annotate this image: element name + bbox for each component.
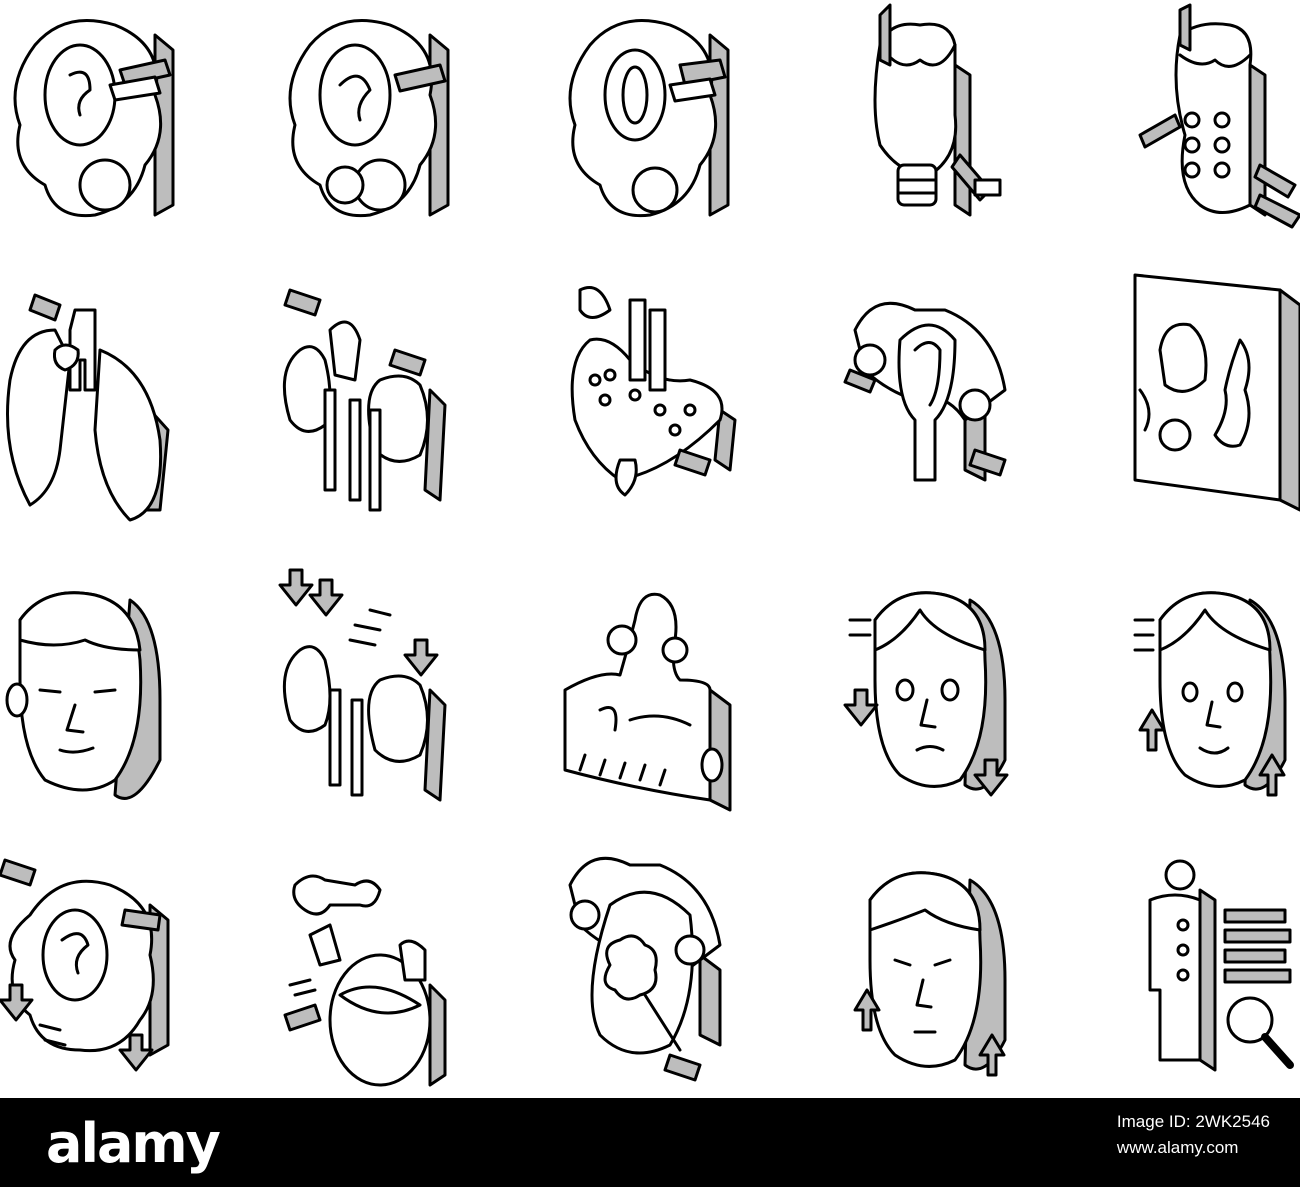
uterus-tumor-icon xyxy=(560,845,740,1085)
brain-hormone-decrease-icon xyxy=(0,845,180,1085)
image-info: Image ID: 2WK2546 www.alamy.com xyxy=(1117,1112,1270,1158)
female-face-up-icon xyxy=(1125,580,1300,820)
body-scan-search-icon xyxy=(1125,850,1300,1090)
pituitary-brain-alt-icon xyxy=(280,5,460,245)
lungs-icon xyxy=(0,290,180,530)
thyroid-icon xyxy=(860,3,1040,245)
alamy-logo: alamy xyxy=(46,1112,221,1175)
male-face-icon xyxy=(5,580,185,820)
pituitary-brain-icon xyxy=(5,5,185,245)
icon-grid xyxy=(0,3,1300,1100)
bones-icon xyxy=(280,865,460,1105)
pancreas-icon xyxy=(560,280,740,520)
site-url: www.alamy.com xyxy=(1116,1138,1239,1157)
uterus-ovaries-icon xyxy=(843,290,1025,530)
pelvic-anatomy-icon xyxy=(1130,270,1300,512)
adrenal-kidneys-icon xyxy=(280,288,460,530)
worried-face-icon xyxy=(845,860,1025,1100)
torso-icon xyxy=(560,580,740,820)
brain-gland-icon xyxy=(560,5,740,245)
image-id-label: Image ID: 2WK2546 xyxy=(1116,1112,1270,1131)
watermark-footer: alamy Image ID: 2WK2546 www.alamy.com xyxy=(0,1098,1300,1187)
sad-female-face-icon xyxy=(843,580,1025,820)
kidneys-decline-icon xyxy=(278,568,460,810)
thyroid-spine-icon xyxy=(1130,3,1300,245)
